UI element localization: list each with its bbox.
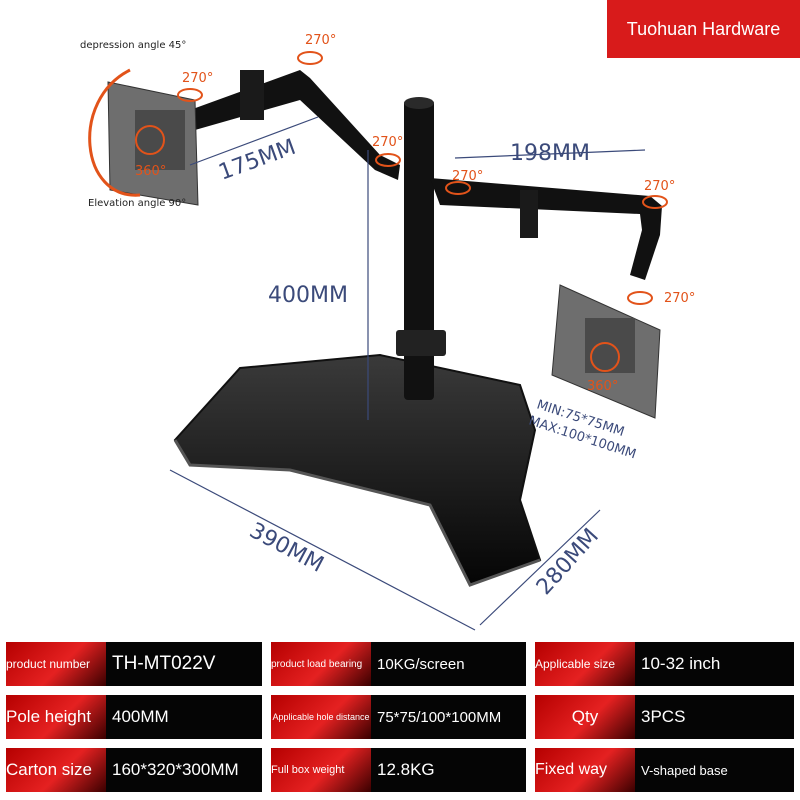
rotation-360-label-1: 360° — [135, 164, 166, 179]
spec-label: product load bearing — [271, 642, 371, 686]
pole-clamp — [396, 330, 446, 356]
spec-label: Applicable size — [535, 642, 635, 686]
spec-applicable-size: Applicable size 10-32 inch — [535, 642, 794, 686]
brand-badge: Tuohuan Hardware — [607, 0, 800, 58]
depression-angle-label: depression angle 45° — [80, 40, 186, 51]
pole-top — [404, 97, 434, 109]
rotation-270-label-6: 270° — [664, 291, 695, 306]
rotation-270-label-2: 270° — [182, 71, 213, 86]
spec-label: Pole height — [6, 695, 106, 739]
spec-product-number: product number TH-MT022V — [6, 642, 262, 686]
product-illustration: depression angle 45° Elevation angle 90°… — [80, 33, 695, 631]
spec-value: 400MM — [112, 707, 169, 726]
pole — [404, 100, 434, 400]
rotation-270-label-5: 270° — [644, 179, 675, 194]
spec-value: 75*75/100*100MM — [377, 708, 502, 726]
spec-value: 160*320*300MM — [112, 760, 239, 779]
pole-dimension: 400MM — [268, 283, 348, 308]
spec-value: V-shaped base — [641, 762, 728, 778]
spec-label: Full box weight — [271, 748, 371, 792]
spec-load-bearing: product load bearing 10KG/screen — [271, 642, 526, 686]
right-arm-joint — [520, 190, 538, 238]
spec-box-weight: Full box weight 12.8KG — [271, 748, 526, 792]
spec-value: 10KG/screen — [377, 655, 465, 673]
elevation-angle-label: Elevation angle 90° — [88, 198, 186, 209]
base-depth-dimension: 280MM — [532, 524, 604, 600]
spec-value: 3PCS — [641, 707, 686, 726]
spec-value: TH-MT022V — [112, 653, 216, 674]
right-arm-dimension: 198MM — [510, 141, 590, 166]
spec-pole-height: Pole height 400MM — [6, 695, 262, 739]
spec-carton-size: Carton size 160*320*300MM — [6, 748, 262, 792]
left-arm-dimension: 175MM — [216, 135, 300, 186]
right-arm — [430, 178, 662, 280]
spec-label: product number — [6, 642, 106, 686]
spec-label: Fixed way — [535, 748, 635, 792]
spec-qty: Qty 3PCS — [535, 695, 794, 739]
spec-value: 10-32 inch — [641, 654, 721, 673]
rotation-270-label-4: 270° — [452, 169, 483, 184]
spec-value: 12.8KG — [377, 760, 435, 779]
base-width-dimension: 390MM — [245, 518, 327, 578]
rotation-270-label-3: 270° — [372, 135, 403, 150]
v-shaped-base — [173, 353, 542, 587]
spec-label: Carton size — [6, 748, 106, 792]
spec-hole-distance: Applicable hole distance 75*75/100*100MM — [271, 695, 526, 739]
left-arm-joint — [240, 70, 264, 120]
base-edge — [173, 439, 541, 587]
rotation-270-label-1: 270° — [305, 33, 336, 48]
spec-label: Qty — [535, 695, 635, 739]
spec-fixed-way: Fixed way V-shaped base — [535, 748, 794, 792]
spec-table: product number TH-MT022V product load be… — [6, 642, 794, 800]
rotation-360-label-2: 360° — [587, 379, 618, 394]
spec-label: Applicable hole distance — [271, 695, 371, 739]
